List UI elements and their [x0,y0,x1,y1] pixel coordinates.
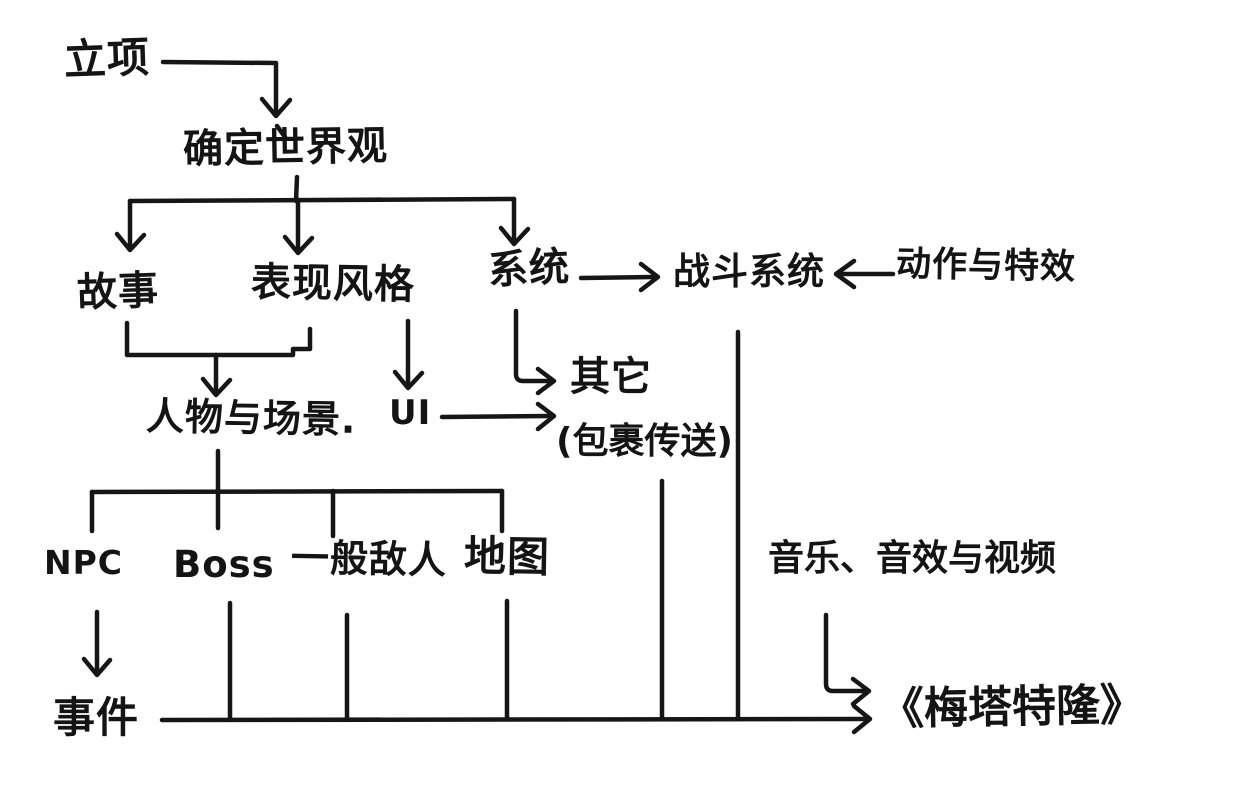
node-chars-scenes: 人物与场景. [145,394,357,442]
edge-artstyle-ui [392,318,425,391]
node-npc: NPC [44,543,124,582]
node-others-note: (包裹传送) [556,421,733,462]
node-kickoff: 立项 [63,32,151,85]
node-systems: 系统 [486,243,572,295]
node-story: 故事 [76,267,160,317]
edge-systems-combat [578,261,661,293]
node-worldview: 确定世界观 [182,123,389,173]
node-art-style: 表现风格 [250,259,416,309]
edge-actionvfx-combat [833,258,896,290]
node-combat-system: 战斗系统 [673,250,825,293]
edge-kickoff-worldview [160,59,293,140]
node-action-vfx: 动作与特效 [895,244,1077,288]
edge-story-artstyle-charsscenes [124,320,313,398]
node-boss: Boss [173,543,275,586]
node-events: 事件 [53,693,140,742]
node-game-title: 《梅塔特隆》 [879,679,1145,736]
edge-npc-events [81,609,113,678]
edge-collector-gametitle [159,329,873,735]
edge-audiovideo-gametitle [823,612,872,707]
edge-ui-others [439,401,557,432]
node-audio-video: 音乐、音效与视频 [768,538,1057,579]
node-normal-enemies: 一般敌人 [290,535,448,583]
node-others: 其它 [570,354,652,400]
node-map: 地图 [463,531,551,582]
edge-worldview-branches [114,174,531,256]
edge-systems-others [513,308,557,396]
node-ui: UI [389,393,432,433]
edge-charsscenes-children [89,448,505,539]
